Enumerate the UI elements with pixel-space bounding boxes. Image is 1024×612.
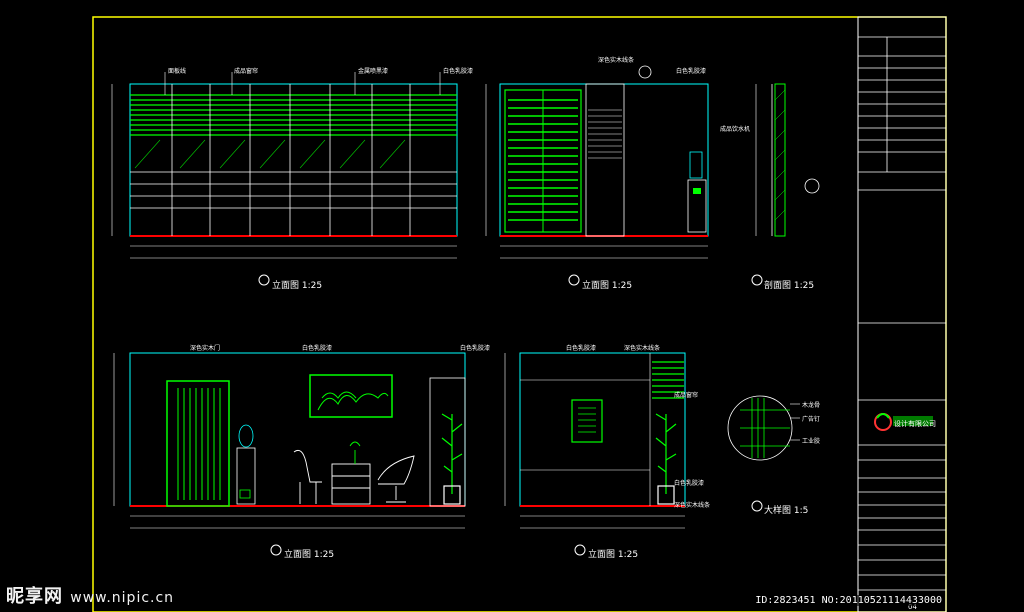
company-logo — [874, 413, 933, 431]
callout-a-2: 成品窗帘 — [234, 68, 259, 75]
callout-d-1: 深色实木门 — [190, 345, 221, 352]
view-f-marker — [751, 500, 763, 512]
door — [166, 380, 230, 507]
callout-f-1: 木龙骨 — [802, 402, 821, 409]
title-block — [858, 36, 946, 591]
view-c-section — [751, 83, 820, 286]
louvered-door-slats — [508, 90, 578, 232]
desk-and-chairs — [293, 441, 415, 505]
view-e-marker — [574, 544, 586, 556]
callout-e-3: 成品窗帘 — [674, 392, 699, 399]
callout-e-4: 白色乳胶漆 — [674, 480, 705, 487]
callout-a-1: 面板线 — [168, 68, 187, 75]
view-a-dimensions — [111, 84, 457, 259]
view-d-title: 立面图 1:25 — [284, 550, 335, 560]
view-a-title: 立面图 1:25 — [272, 281, 323, 291]
callout-e-5: 深色实木线条 — [674, 502, 711, 509]
callout-e-1: 白色乳胶漆 — [566, 345, 597, 352]
view-b-marker — [568, 274, 580, 286]
callout-b-1: 深色实木线条 — [598, 57, 635, 64]
watermark-brand: 昵享网 www.nipic.cn — [6, 586, 175, 607]
sheet-border — [92, 16, 947, 612]
view-f-title: 大样图 1:5 — [764, 506, 809, 516]
company-name: 设计有限公司 — [894, 420, 936, 428]
plant-d — [441, 413, 463, 505]
view-a-marker — [258, 274, 270, 286]
plant-e — [655, 413, 677, 505]
callout-b-3: 成品饮水机 — [720, 126, 751, 133]
callout-f-2: 广告钉 — [802, 416, 821, 423]
watermark-id: ID:2823451 NO:20110521114433000 — [755, 595, 942, 606]
view-b-elevation — [485, 65, 709, 286]
water-dispenser-d — [236, 424, 256, 505]
view-d-marker — [270, 544, 282, 556]
callout-b-2: 白色乳胶漆 — [676, 68, 707, 75]
watermark-url: www.nipic.cn — [70, 590, 175, 606]
water-dispenser-b — [687, 151, 707, 233]
view-a-elevation — [111, 72, 458, 286]
sheet-inner-border — [857, 16, 947, 612]
callout-d-2: 白色乳胶漆 — [302, 345, 333, 352]
view-b-title: 立面图 1:25 — [582, 281, 633, 291]
glass-hatch — [134, 139, 406, 169]
sheet-number: 04 — [908, 603, 917, 611]
callout-a-4: 白色乳胶漆 — [443, 68, 474, 75]
blind-rows — [130, 94, 457, 136]
view-a-leaders — [164, 72, 441, 95]
view-e-title: 立面图 1:25 — [588, 550, 639, 560]
view-c-title: 剖面图 1:25 — [764, 281, 815, 291]
view-e-elevation — [504, 352, 686, 556]
wall-painting — [309, 374, 393, 418]
callout-d-3: 白色乳胶漆 — [460, 345, 491, 352]
callout-f-3: 工业胶 — [802, 438, 821, 445]
view-c-marker — [751, 274, 763, 286]
view-d-elevation — [113, 352, 466, 556]
callout-a-3: 金属喷黑漆 — [358, 68, 389, 75]
callout-e-2: 深色实木线条 — [624, 345, 661, 352]
view-f-detail — [727, 395, 800, 512]
window-mullions — [130, 84, 457, 236]
